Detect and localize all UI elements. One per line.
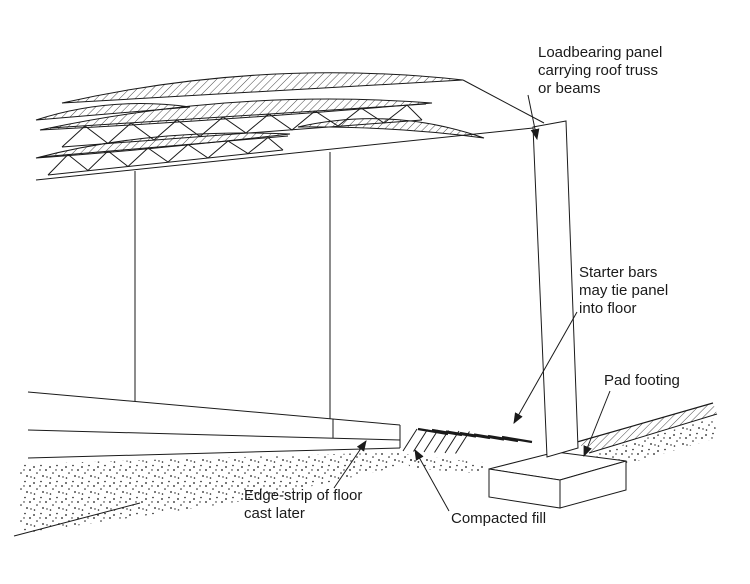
- floor-slab: [27, 391, 401, 459]
- label-line: Starter bars: [579, 264, 658, 281]
- truss-chord: [49, 103, 427, 129]
- roof-edge-line: [462, 79, 545, 124]
- slab-back-edge: [27, 391, 401, 426]
- label-line: into floor: [579, 300, 637, 317]
- truss-diagonals: [61, 104, 423, 148]
- leader-edge-strip: [333, 440, 367, 489]
- label-pad-footing: Pad footing: [604, 372, 680, 390]
- truss-web-long: [49, 103, 427, 148]
- label-compacted-fill: Compacted fill: [451, 510, 546, 528]
- ground-surface-strip: [576, 402, 718, 454]
- leader-lines: [333, 94, 611, 512]
- label-loadbearing-panel: Loadbearing panel carrying roof truss or…: [538, 44, 662, 98]
- loadbearing-panel: [532, 120, 579, 458]
- leader-starter-bars: [513, 311, 578, 424]
- truss-chord: [47, 149, 284, 176]
- starter-bars: [417, 427, 533, 444]
- ground-stipple-left: [20, 452, 428, 534]
- truss-chord: [39, 135, 289, 158]
- ground-stipple-center: [404, 454, 484, 474]
- label-line: carrying roof truss: [538, 62, 659, 79]
- label-line: Edge-strip of floor: [244, 487, 363, 504]
- label-line: Compacted fill: [451, 510, 547, 527]
- slab-front-top-edge: [27, 429, 401, 441]
- slab-front-bottom-edge: [27, 447, 401, 459]
- label-edge-strip: Edge-strip of floor cast later: [244, 487, 362, 523]
- label-line: cast later: [244, 505, 305, 522]
- roof-beam-hatched: [61, 72, 464, 104]
- roof-beam-hatched: [297, 118, 485, 139]
- leader-loadbearing: [527, 94, 540, 141]
- ground-stipple-right: [592, 418, 717, 468]
- label-line: may tie panel: [579, 282, 669, 299]
- truss-web-short: [39, 135, 289, 176]
- leader-compacted-fill: [414, 449, 450, 512]
- footing-right-face: [559, 460, 627, 509]
- ground-line-left: [13, 502, 141, 537]
- leader-pad-footing: [583, 390, 611, 458]
- label-line: or beams: [538, 80, 601, 97]
- roof-truss-assembly: [35, 72, 545, 181]
- pad-footing: [488, 451, 627, 509]
- truss-chord: [61, 119, 423, 148]
- truss-diagonals: [47, 136, 284, 176]
- label-line: Pad footing: [604, 372, 680, 389]
- eaves-line: [35, 127, 534, 181]
- label-line: Loadbearing panel: [538, 44, 663, 61]
- label-starter-bars: Starter bars may tie panel into floor: [579, 264, 668, 318]
